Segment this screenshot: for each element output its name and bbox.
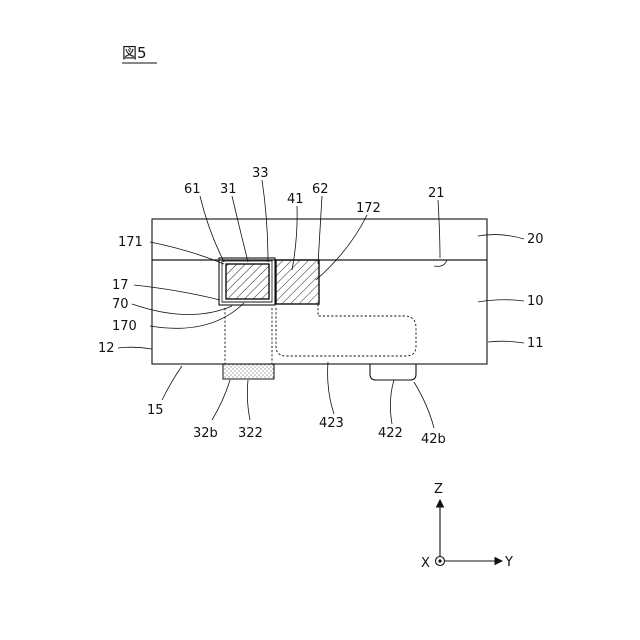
- label-31: 31: [220, 182, 237, 197]
- label-61: 61: [184, 182, 201, 197]
- label-170: 170: [112, 319, 137, 334]
- axis-y-label: Y: [504, 555, 513, 570]
- block-41: [276, 260, 319, 304]
- block-31: [226, 264, 269, 299]
- label-42b: 42b: [421, 432, 446, 447]
- leader-423: [328, 362, 334, 414]
- leader-20: [478, 235, 524, 239]
- label-172: 172: [356, 201, 381, 216]
- leader-422: [390, 380, 394, 424]
- leader-172: [316, 215, 367, 280]
- label-70: 70: [112, 297, 129, 312]
- label-422: 422: [378, 426, 403, 441]
- label-32b: 32b: [193, 426, 218, 441]
- bump-422: [370, 364, 416, 380]
- label-322: 322: [238, 426, 263, 441]
- leader-21: [438, 200, 440, 258]
- leader-70: [132, 304, 232, 315]
- axis-z-label: Z: [434, 482, 443, 497]
- label-423: 423: [319, 416, 344, 431]
- label-41: 41: [287, 192, 304, 207]
- label-20: 20: [527, 232, 544, 247]
- leader-322: [247, 380, 250, 420]
- leader-10: [478, 300, 524, 302]
- pad-322: [223, 364, 274, 379]
- label-17: 17: [112, 278, 129, 293]
- figure-title: 図5: [122, 44, 147, 62]
- label-10: 10: [527, 294, 544, 309]
- leader-33: [262, 180, 268, 262]
- leader-15: [162, 366, 182, 400]
- leader-32b: [212, 380, 230, 420]
- leader-42b: [414, 382, 434, 428]
- leader-31: [232, 196, 248, 262]
- wiring-423: [276, 304, 416, 356]
- label-33: 33: [252, 166, 269, 181]
- label-21: 21: [428, 186, 445, 201]
- x-axis-dot: [438, 559, 441, 562]
- leader-171: [150, 242, 224, 264]
- label-12: 12: [98, 341, 115, 356]
- leader-62: [318, 196, 322, 264]
- axis-x-label: X: [421, 556, 430, 571]
- mark-21-curve: [434, 260, 447, 266]
- label-15: 15: [147, 403, 164, 418]
- label-62: 62: [312, 182, 329, 197]
- label-171: 171: [118, 235, 143, 250]
- leader-17: [134, 285, 220, 300]
- label-11: 11: [527, 336, 544, 351]
- leader-12: [118, 347, 152, 349]
- leader-11: [488, 341, 524, 343]
- leader-61: [200, 196, 224, 262]
